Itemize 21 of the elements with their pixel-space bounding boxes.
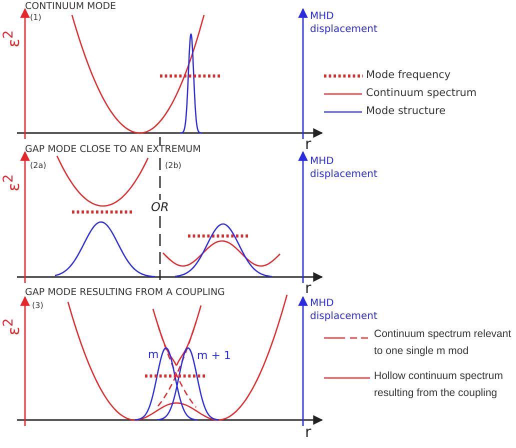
divider-label: OR [151, 201, 169, 215]
panel-title: GAP MODE RESULTING FROM A COUPLING [25, 288, 225, 299]
axis-label: r [305, 424, 312, 442]
legend-text: Hollow continuum spectrum resulting from the coupling [374, 369, 504, 401]
axis-label: MHD displacement [310, 155, 378, 181]
mode-label: m + 1 [197, 350, 231, 363]
legend-text: Mode frequency [366, 69, 451, 82]
panel-number: (2a) [30, 161, 46, 170]
panel-number: (1) [30, 13, 42, 22]
panel-title: GAP MODE CLOSE TO AN EXTREMUM [25, 145, 201, 156]
legend-text: Continuum spectrum relevant to one single m mod [374, 327, 512, 359]
axis-label: MHD displacement [310, 10, 378, 36]
legend-text: Continuum spectrum [366, 87, 477, 100]
axis-label: r [305, 136, 312, 154]
legend-text: Mode structure [366, 105, 446, 118]
panel-number: (2b) [165, 161, 182, 170]
panel-number: (3) [32, 301, 44, 310]
axis-label: r [305, 280, 312, 298]
mode-label: m [148, 349, 159, 362]
axis-label: MHD displacement [310, 297, 378, 323]
panel-title: CONTINUUM MODE [25, 2, 116, 13]
